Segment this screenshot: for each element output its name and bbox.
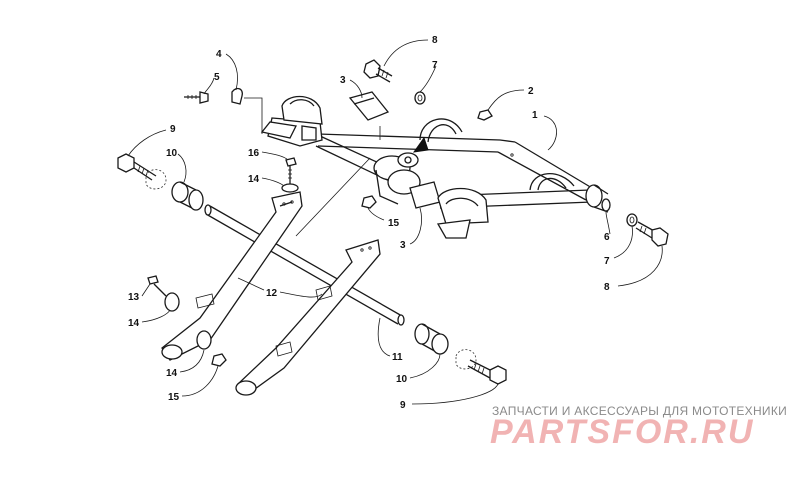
callout-numbers: 1 2 3 3 4 5 6 7 7 8 8 9 9 10 10 11 12 13… (128, 35, 610, 411)
upper-a-arm (315, 118, 611, 213)
callout-13: 13 (128, 292, 140, 303)
callout-16: 16 (248, 148, 260, 159)
cross-shaft-11 (204, 204, 405, 326)
bolt-16 (285, 157, 297, 184)
washer-7-upper (414, 91, 426, 105)
callout-14-mid: 14 (128, 318, 140, 329)
nut-15-lower (211, 353, 227, 367)
washer-14-upper (281, 183, 299, 193)
bolt-8-right (635, 221, 669, 247)
callout-15-lower: 15 (168, 392, 180, 403)
callout-7-upper: 7 (432, 60, 438, 71)
callout-10-right: 10 (396, 374, 408, 385)
nut-2 (477, 109, 493, 121)
bolt-13 (147, 275, 167, 297)
callout-3-lower: 3 (400, 240, 406, 251)
callout-1: 1 (532, 110, 538, 121)
callout-3-upper: 3 (340, 75, 346, 86)
callout-8-right: 8 (604, 282, 610, 293)
callout-11: 11 (392, 352, 403, 363)
bolt-9-right (455, 349, 507, 385)
callout-8-upper: 8 (432, 35, 438, 46)
washer-14-mid (164, 292, 180, 312)
left-bracket (260, 95, 323, 147)
trailing-arm-left (161, 191, 303, 361)
bushing-10-right (414, 323, 449, 355)
right-lower-bracket (436, 187, 489, 239)
pad-upper (348, 91, 390, 121)
watermark-logo: PARTSFOR.RU (490, 413, 755, 451)
callout-14-upper: 14 (248, 174, 260, 185)
bolt-8-upper (363, 59, 393, 83)
center-pivot-plate (373, 136, 429, 205)
clip-4 (231, 87, 243, 105)
callout-9-right: 9 (400, 400, 406, 411)
callout-7-right: 7 (604, 256, 610, 267)
nut-15-upper (361, 195, 377, 209)
callout-leaders (127, 39, 663, 405)
watermark-caption: ЗАПЧАСТИ И АКСЕССУАРЫ ДЛЯ МОТОТЕХНИКИ (492, 404, 788, 418)
washer-14-low (196, 330, 212, 350)
callout-12: 12 (266, 288, 278, 299)
callout-6: 6 (604, 232, 610, 243)
callout-9-left: 9 (170, 124, 176, 135)
callout-2: 2 (528, 86, 534, 97)
callout-14-low: 14 (166, 368, 178, 379)
trailing-arm-right (235, 239, 381, 396)
callout-10-left: 10 (166, 148, 178, 159)
callout-15-upper: 15 (388, 218, 400, 229)
callout-5: 5 (214, 72, 220, 83)
bolt-9-left (117, 153, 167, 190)
screw-5 (184, 91, 209, 104)
callout-4: 4 (216, 49, 222, 60)
washer-7-right (626, 213, 638, 227)
bushing-10-left (171, 181, 204, 211)
